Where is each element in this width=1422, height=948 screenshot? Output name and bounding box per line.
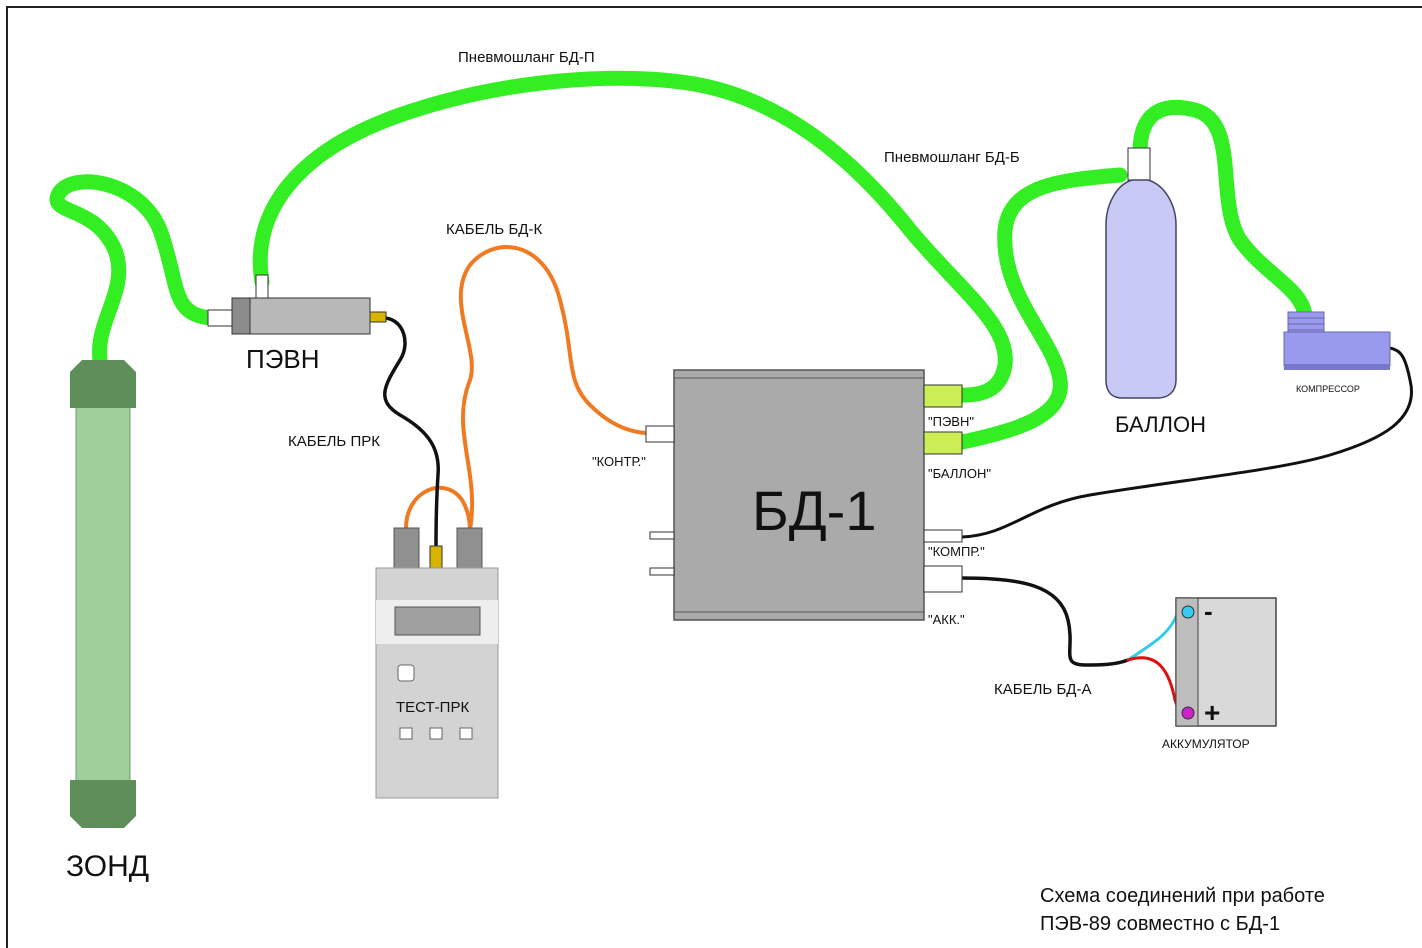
bd1-port-akk (923, 565, 963, 593)
label-cable-bda: КАБЕЛЬ БД-А (994, 681, 1091, 698)
test-prk-key-2 (429, 727, 443, 740)
compressor-fins (1287, 311, 1325, 335)
hoses (49, 70, 1313, 450)
probe-body (75, 399, 131, 791)
label-pevn: ПЭВН (246, 344, 320, 374)
pevn-body (249, 297, 371, 335)
caption-line-2: ПЭВ-89 совместно с БД-1 (1040, 913, 1280, 935)
pevn-sensor (207, 274, 387, 335)
label-port-pevn: "ПЭВН" (928, 414, 974, 429)
cable-bda (960, 576, 1130, 667)
bd1-port-pevn (923, 384, 963, 408)
probe (70, 360, 136, 828)
accumulator-side (1175, 597, 1199, 727)
cable-prk (383, 316, 440, 550)
cable-prk-loop (403, 485, 472, 532)
label-hose-bdp: Пневмошланг БД-П (458, 49, 595, 66)
label-zond: ЗОНД (66, 850, 149, 883)
compressor-base (1284, 364, 1390, 370)
label-hose-bdb: Пневмошланг БД-Б (884, 149, 1020, 166)
terminal-plus (1181, 706, 1195, 720)
probe-top-cap (70, 360, 136, 408)
test-prk-device: ТЕСТ-ПРК (375, 527, 499, 799)
bd1-label: БД-1 (752, 479, 876, 542)
pevn-fitting-left (207, 309, 235, 327)
test-prk-power-button (397, 664, 415, 682)
ballon-body (1105, 179, 1177, 399)
hose-bdp (252, 70, 1013, 403)
pevn-connector (369, 311, 387, 323)
accumulator-plus-label: + (1204, 697, 1220, 728)
cable-bdk (458, 245, 648, 532)
accumulator-minus-label: - (1204, 596, 1213, 626)
label-ballon: БАЛЛОН (1115, 412, 1206, 437)
label-cable-prk: КАБЕЛЬ ПРК (288, 433, 380, 450)
accumulator: - + (1175, 596, 1277, 728)
label-accumulator: АККУМУЛЯТОР (1162, 737, 1250, 751)
probe-bottom-cap (70, 780, 136, 828)
bd1-port-kontr (645, 425, 675, 443)
test-prk-label: ТЕСТ-ПРК (396, 699, 469, 716)
caption-line-1: Схема соединений при работе (1040, 885, 1325, 907)
bd1-port-kompr (923, 529, 963, 543)
label-port-ballon: "БАЛЛОН" (928, 466, 991, 481)
label-port-kompr: "КОМПР." (928, 544, 985, 559)
pevn-cap (231, 297, 251, 335)
bd1-body (673, 369, 925, 621)
ballon (1105, 147, 1177, 399)
bd1-port-ballon (923, 431, 963, 455)
hose-probe-pevn (49, 174, 220, 368)
label-cable-bdk: КАБЕЛЬ БД-К (446, 221, 542, 238)
label-port-kontr: "КОНТР." (592, 454, 646, 469)
label-port-akk: "АКК." (928, 612, 965, 627)
test-prk-plug-mid (429, 545, 443, 569)
bd1-pin-2 (649, 567, 675, 576)
test-prk-key-3 (459, 727, 473, 740)
test-prk-display (394, 606, 481, 636)
pevn-fitting-top (255, 274, 269, 300)
test-prk-plug-left (393, 527, 420, 571)
ballon-valve (1127, 147, 1151, 181)
hose-ballon-compressor (1132, 99, 1313, 326)
bd1-pin-1 (649, 531, 675, 540)
label-compressor: КОМПРЕССОР (1296, 384, 1360, 394)
hose-bdb (954, 167, 1128, 450)
test-prk-key-1 (399, 727, 413, 740)
compressor-body (1283, 331, 1391, 367)
compressor (1283, 311, 1391, 370)
cable-kompr (960, 346, 1413, 539)
test-prk-plug-right (456, 527, 483, 571)
bd1-unit: БД-1 (645, 369, 963, 621)
terminal-minus (1181, 605, 1195, 619)
